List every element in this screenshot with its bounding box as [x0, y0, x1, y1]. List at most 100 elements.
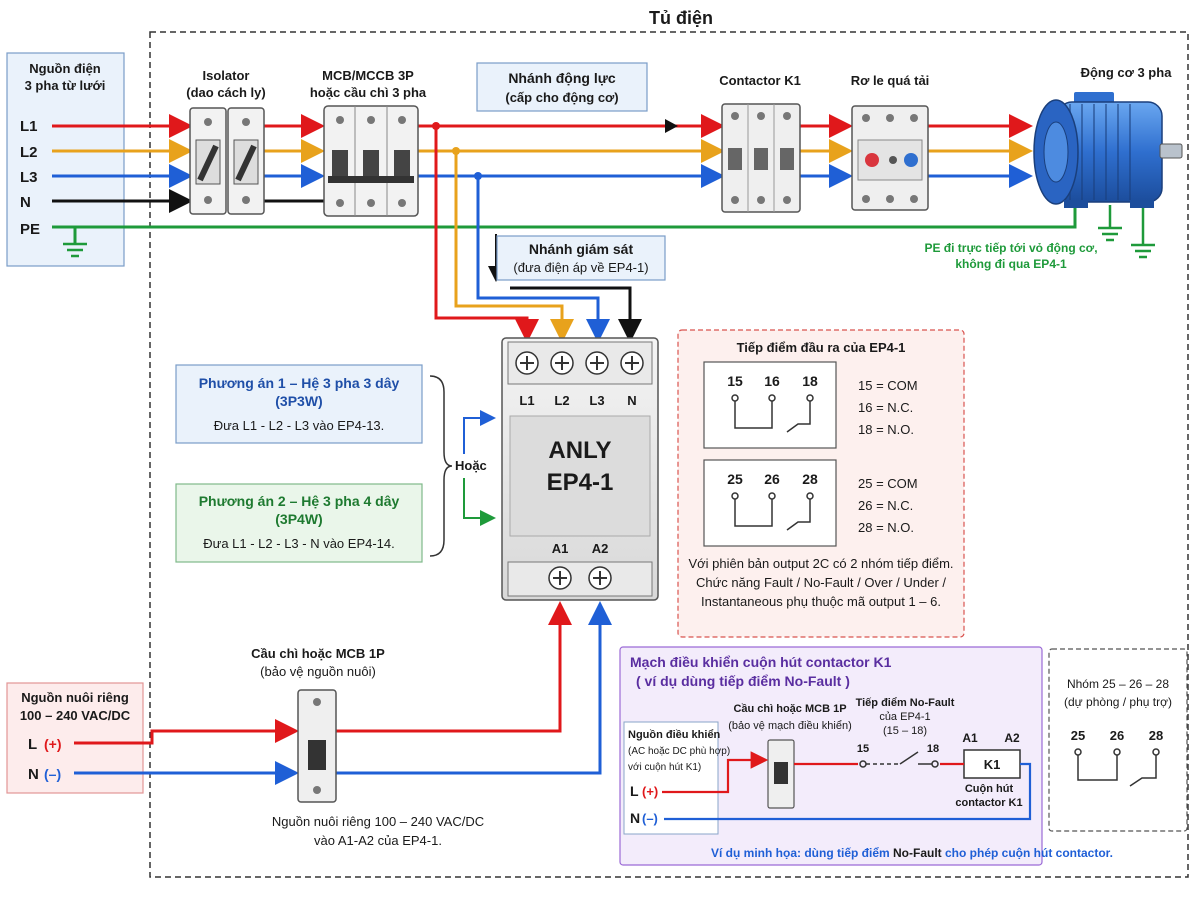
mcb-1p: Cầu chì hoặc MCB 1P (bảo vệ nguồn nuôi) — [251, 646, 385, 803]
svg-text:(–): (–) — [44, 766, 61, 782]
svg-text:26 = N.C.: 26 = N.C. — [858, 498, 913, 513]
option-2: Phương án 2 – Hệ 3 pha 4 dây (3P4W) Đưa … — [175, 483, 423, 563]
svg-text:16: 16 — [764, 373, 780, 389]
svg-text:26: 26 — [764, 471, 780, 487]
svg-text:15: 15 — [727, 373, 743, 389]
svg-text:Tiếp điểm đầu ra của EP4-1: Tiếp điểm đầu ra của EP4-1 — [737, 340, 906, 355]
svg-text:Động cơ 3 pha: Động cơ 3 pha — [1081, 65, 1173, 80]
svg-text:Nguồn điện: Nguồn điện — [29, 61, 101, 76]
svg-text:(dự phòng / phụ trợ): (dự phòng / phụ trợ) — [1064, 695, 1172, 709]
mcb-3p: MCB/MCCB 3P hoặc cầu chì 3 pha — [310, 68, 427, 217]
svg-text:N: N — [630, 810, 640, 826]
isolator: Isolator (dao cách ly) — [186, 68, 266, 215]
svg-text:L: L — [630, 783, 639, 799]
ground-icon — [63, 242, 87, 258]
svg-text:L2: L2 — [554, 393, 569, 408]
svg-text:vào A1-A2 của EP4-1.: vào A1-A2 của EP4-1. — [314, 833, 442, 848]
svg-text:18: 18 — [927, 743, 939, 755]
svg-text:15: 15 — [857, 743, 869, 755]
control-footer: Ví dụ minh họa: dùng tiếp điểm No-Fault … — [711, 846, 1113, 860]
pe-note: PE đi trực tiếp tới vỏ động cơ, không đi… — [924, 241, 1097, 271]
source-line-l2: L2 — [20, 144, 38, 161]
svg-text:(15 – 18): (15 – 18) — [883, 725, 927, 737]
source-line-l3: L3 — [20, 169, 38, 186]
source-line-l1: L1 — [20, 118, 38, 135]
contacts-note: Với phiên bản output 2C có 2 nhóm tiếp đ… — [688, 556, 954, 609]
svg-text:(+): (+) — [44, 736, 62, 752]
svg-text:A1: A1 — [552, 541, 569, 556]
svg-text:18 = N.O.: 18 = N.O. — [858, 422, 914, 437]
svg-text:(đưa điện áp về EP4-1): (đưa điện áp về EP4-1) — [513, 260, 648, 275]
svg-text:N: N — [627, 393, 636, 408]
source-line-pe: PE — [20, 221, 40, 238]
device-model: EP4-1 — [547, 469, 614, 496]
svg-text:3 pha từ lưới: 3 pha từ lưới — [25, 78, 106, 93]
svg-text:của EP4-1: của EP4-1 — [879, 711, 930, 723]
option-brace — [429, 375, 453, 557]
svg-text:Cuộn hút: Cuộn hút — [965, 783, 1014, 795]
svg-text:Cầu chì hoặc MCB 1P: Cầu chì hoặc MCB 1P — [733, 703, 846, 715]
contacts-panel: Tiếp điểm đầu ra của EP4-1 15 16 18 15 =… — [677, 329, 965, 638]
monitor-wires — [434, 126, 642, 343]
svg-text:28 = N.O.: 28 = N.O. — [858, 520, 914, 535]
svg-text:(3P3W): (3P3W) — [275, 393, 322, 409]
svg-text:Đưa L1 - L2 - L3 vào EP4-13.: Đưa L1 - L2 - L3 vào EP4-13. — [214, 418, 385, 433]
svg-text:Isolator: Isolator — [203, 68, 250, 83]
svg-text:18: 18 — [802, 373, 818, 389]
svg-text:Phương án 1 – Hệ 3 pha 3 dây: Phương án 1 – Hệ 3 pha 3 dây — [199, 375, 400, 391]
svg-text:Nguồn điều khiển: Nguồn điều khiển — [628, 729, 721, 741]
aux-supply-wires — [74, 601, 612, 785]
spare-group: Nhóm 25 – 26 – 28 (dự phòng / phụ trợ) 2… — [1048, 648, 1188, 832]
svg-text:Cầu chì hoặc MCB 1P: Cầu chì hoặc MCB 1P — [251, 646, 385, 661]
svg-text:với cuộn hút K1): với cuộn hút K1) — [628, 762, 701, 773]
grid-source: Nguồn điện 3 pha từ lưới L1 L2 L3 N PE — [6, 52, 125, 267]
aux-supply: Nguồn nuôi riêng 100 – 240 VAC/DC L (+) … — [6, 682, 144, 794]
svg-text:Nhóm 25 – 26 – 28: Nhóm 25 – 26 – 28 — [1067, 677, 1169, 691]
svg-text:28: 28 — [1149, 728, 1163, 743]
or-label: Hoặc — [455, 458, 487, 473]
motor: Động cơ 3 pha — [1033, 65, 1183, 208]
svg-text:(cấp cho động cơ): (cấp cho động cơ) — [505, 90, 618, 105]
cabinet-title: Tủ điện — [649, 8, 713, 28]
source-line-n: N — [20, 194, 31, 211]
svg-text:(bảo vệ mạch điều khiển): (bảo vệ mạch điều khiển) — [728, 720, 852, 732]
svg-text:N: N — [28, 766, 39, 783]
svg-text:28: 28 — [802, 471, 818, 487]
svg-text:Tiếp điểm No-Fault: Tiếp điểm No-Fault — [856, 697, 955, 709]
svg-text:Nguồn nuôi riêng: Nguồn nuôi riêng — [21, 690, 129, 705]
svg-text:15 = COM: 15 = COM — [858, 378, 918, 393]
contactor-k1: Contactor K1 — [719, 73, 801, 213]
power-branch-label: Nhánh động lực (cấp cho động cơ) — [476, 62, 678, 133]
svg-text:L1: L1 — [519, 393, 534, 408]
svg-text:hoặc cầu chì 3 pha: hoặc cầu chì 3 pha — [310, 85, 427, 100]
svg-text:Phương án 2 – Hệ 3 pha 4 dây: Phương án 2 – Hệ 3 pha 4 dây — [199, 493, 400, 509]
svg-text:16 = N.C.: 16 = N.C. — [858, 400, 913, 415]
svg-text:Rơ le quá tải: Rơ le quá tải — [851, 73, 930, 88]
svg-text:A2: A2 — [1004, 731, 1020, 745]
svg-text:Đưa L1 - L2 - L3 - N vào EP4-1: Đưa L1 - L2 - L3 - N vào EP4-14. — [203, 536, 395, 551]
svg-text:contactor K1: contactor K1 — [955, 797, 1022, 809]
svg-text:PE đi trực tiếp tới vỏ động cơ: PE đi trực tiếp tới vỏ động cơ, — [924, 241, 1097, 255]
svg-text:Nhánh giám sát: Nhánh giám sát — [529, 241, 634, 257]
svg-text:100 – 240 VAC/DC: 100 – 240 VAC/DC — [20, 708, 131, 723]
svg-text:26: 26 — [1110, 728, 1124, 743]
svg-text:(–): (–) — [642, 811, 658, 826]
svg-text:không đi qua EP4-1: không đi qua EP4-1 — [955, 257, 1067, 271]
svg-text:25 = COM: 25 = COM — [858, 476, 918, 491]
svg-text:(3P4W): (3P4W) — [275, 511, 322, 527]
motor-ground-icon — [1098, 205, 1155, 259]
svg-text:Contactor K1: Contactor K1 — [719, 73, 801, 88]
device-brand: ANLY — [548, 437, 611, 464]
option-1: Phương án 1 – Hệ 3 pha 3 dây (3P3W) Đưa … — [175, 364, 423, 444]
monitor-branch-label: Nhánh giám sát (đưa điện áp về EP4-1) — [496, 235, 666, 281]
svg-text:L3: L3 — [589, 393, 604, 408]
svg-text:A2: A2 — [592, 541, 609, 556]
svg-text:Mạch điều khiển cuộn hút conta: Mạch điều khiển cuộn hút contactor K1 — [630, 654, 892, 670]
svg-text:(dao cách ly): (dao cách ly) — [186, 85, 265, 100]
svg-text:A1: A1 — [962, 731, 978, 745]
svg-text:25: 25 — [727, 471, 743, 487]
control-circuit: Mạch điều khiển cuộn hút contactor K1 ( … — [619, 646, 1113, 866]
svg-text:( ví dụ dùng tiếp điểm No-Faul: ( ví dụ dùng tiếp điểm No-Fault ) — [636, 673, 850, 689]
svg-text:Nguồn nuôi riêng 100 – 240 VAC: Nguồn nuôi riêng 100 – 240 VAC/DC — [272, 814, 484, 829]
